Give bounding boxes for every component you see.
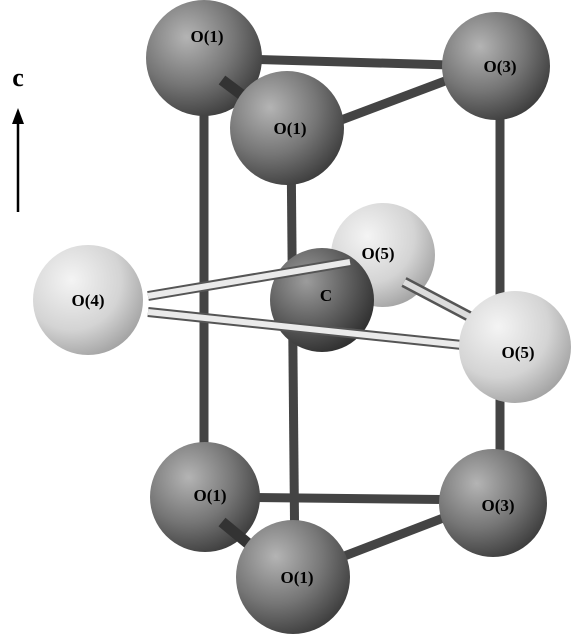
atom-mid-right: O(5) [459,291,571,403]
atom-top-front: O(1) [230,71,344,185]
bond-vertical-front [286,139,300,576]
bond-o4-o5-back-inner [147,259,351,299]
atom-bottom-back-right: O(3) [439,449,547,557]
atom-bottom-front: O(1) [236,520,350,634]
atom-label: O(1) [273,119,306,138]
atom-label: C [320,286,332,305]
atom-label: O(5) [501,343,534,362]
atom-label: O(3) [483,57,516,76]
bond-o4-o5-front-inner [147,309,463,348]
atom-label: O(1) [190,27,223,46]
atom-mid-left: O(4) [33,245,143,355]
bonds-light [147,257,479,350]
atom-label: O(1) [193,486,226,505]
atom-label: O(1) [280,568,313,587]
c-axis-label: c [12,63,24,92]
atom-label: O(5) [361,244,394,263]
atom-label: O(4) [71,291,104,310]
atom-label: O(3) [481,496,514,515]
bond-o5-o5-inner [402,279,478,323]
atom-top-back-right: O(3) [442,12,550,120]
c-axis-arrow [12,108,24,212]
